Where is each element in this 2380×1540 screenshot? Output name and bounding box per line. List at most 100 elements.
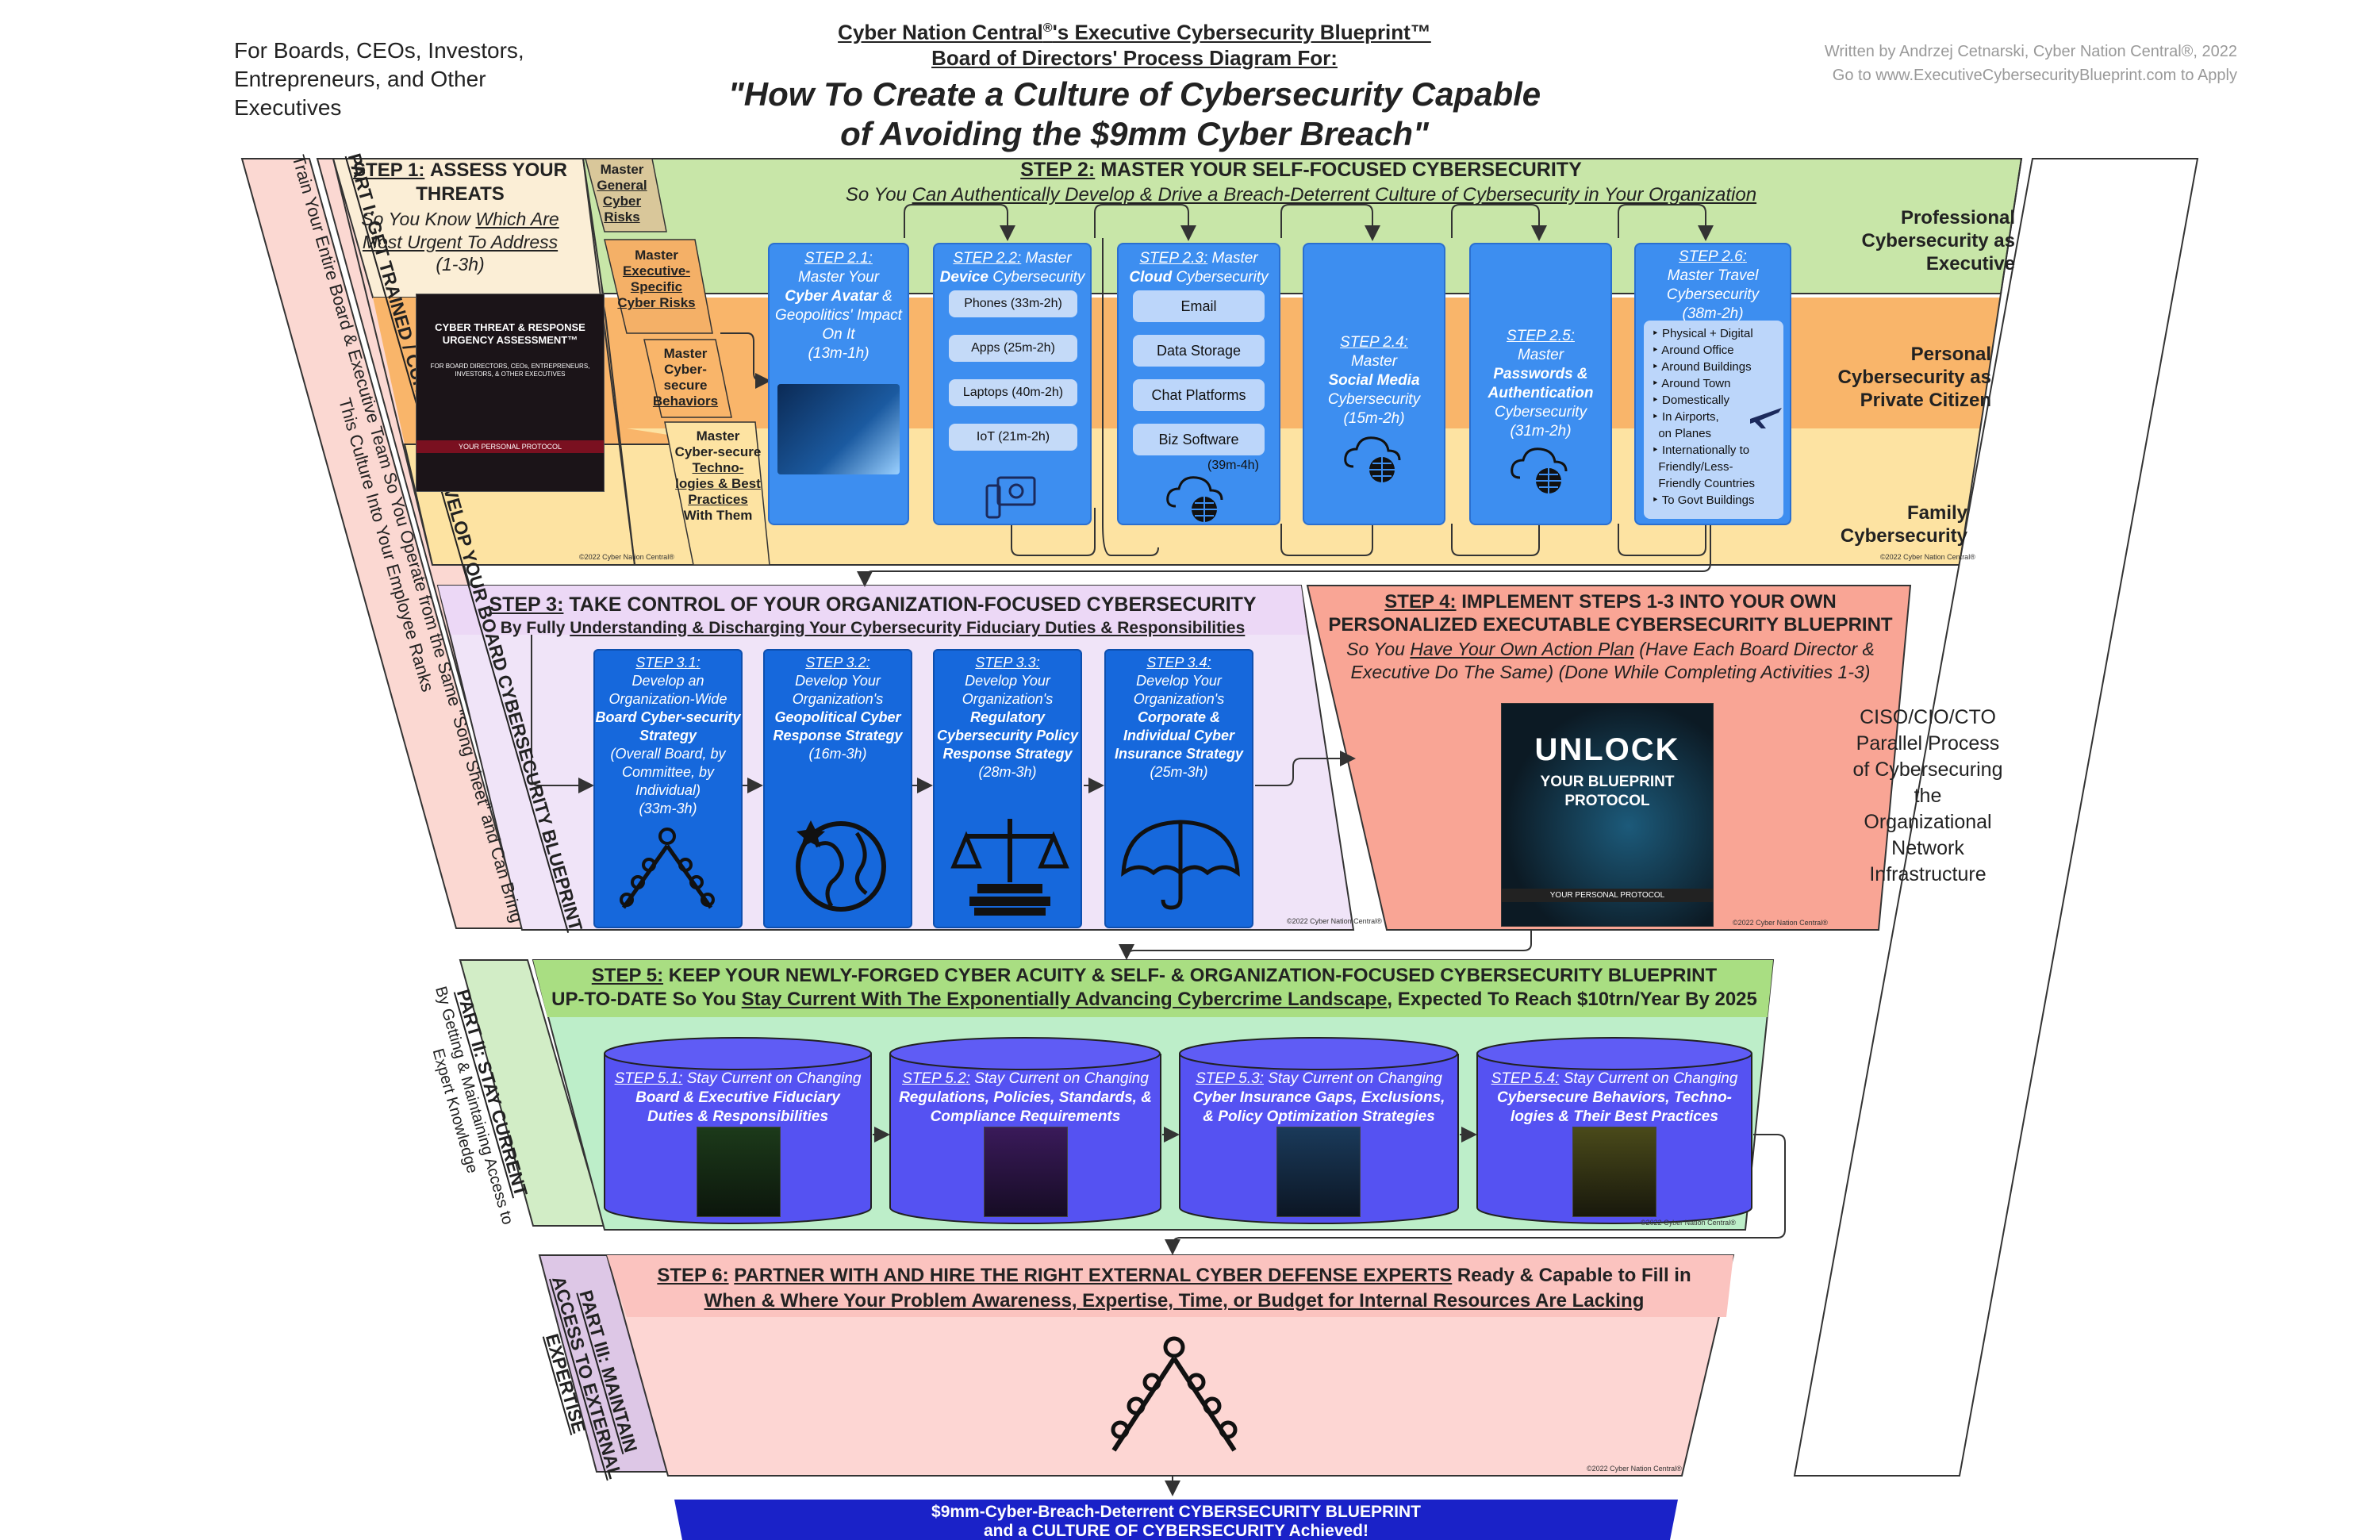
travel-item: Friendly Countries (1658, 477, 1756, 490)
travel-item: on Planes (1658, 427, 1712, 440)
step1-sub-pre: So You Know (361, 209, 476, 229)
cloud-item-biz-software[interactable]: Biz Software (1133, 424, 1265, 455)
device-item-apps[interactable]: Apps (25m-2h) (949, 335, 1077, 362)
step2-5-line2: Cybersecurity (1494, 404, 1587, 421)
step6-title: STEP 6: PARTNER WITH AND HIRE THE RIGHT … (627, 1265, 1722, 1287)
step6-label: STEP 6: (657, 1265, 729, 1286)
cloud-item-chat[interactable]: Chat Platforms (1133, 379, 1265, 411)
globe-icon (796, 820, 886, 912)
step3-1-line2: (Overall Board, by Committee, by Individ… (610, 746, 726, 798)
step5-label: STEP 5: (591, 965, 664, 986)
step6-heading-post: Ready & Capable to Fill in (1452, 1265, 1691, 1286)
author-text: Written by Andrzej Cetnarski, Cyber Nati… (1824, 43, 2237, 60)
tab-behav-pre: Master Cyber-secure (663, 346, 708, 393)
step3-label: STEP 3: (489, 593, 564, 616)
step1-title: STEP 1: ASSESS YOUR THREATS (341, 159, 579, 206)
step2-1-line2: & Geopolitics' Impact On It (775, 288, 902, 343)
step2-1-label: STEP 2.1: (804, 250, 873, 267)
step2-3-label: STEP 2.3: (1139, 250, 1208, 267)
step2-heading: MASTER YOUR SELF-FOCUSED CYBERSECURITY (1100, 159, 1582, 181)
tab-general-pre: Master (600, 162, 644, 177)
step3-3-bold: Regulatory Cybersecurity Policy Response… (936, 709, 1079, 762)
apply-link[interactable]: Go to www.ExecutiveCybersecurityBlueprin… (1832, 67, 2237, 84)
step2-6-card[interactable]: STEP 2.6:Master Travel Cybersecurity(38m… (1634, 243, 1791, 525)
step1-label: STEP 1: (353, 159, 425, 181)
step3-heading: TAKE CONTROL OF YOUR ORGANIZATION-FOCUSE… (569, 593, 1257, 616)
step3-1-bold: Board Cyber-security Strategy (595, 709, 741, 743)
step2-5-label: STEP 2.5: (1507, 328, 1575, 344)
device-item-iot[interactable]: IoT (21m-2h) (949, 424, 1077, 451)
step3-1-line1: Develop an Organization-Wide (608, 673, 727, 707)
step3-3-label: STEP 3.3: (975, 655, 1040, 670)
device-item-laptops[interactable]: Laptops (40m-2h) (949, 379, 1077, 406)
step6-copyright: ©2022 Cyber Nation Central® (1587, 1465, 1682, 1473)
step2-4-line1: Master (1350, 353, 1398, 370)
tab-behav (643, 339, 732, 418)
tab-tech (664, 421, 770, 566)
step4-sub-pre: So You (1346, 639, 1411, 659)
cloud-item-email[interactable]: Email (1133, 290, 1265, 322)
step2-1-line1: Master Your (797, 269, 880, 286)
step3-title: STEP 3: TAKE CONTROL OF YOUR ORGANIZATIO… (444, 593, 1301, 616)
step2-2-line1: Master (1025, 250, 1072, 267)
devices-icon (985, 476, 1036, 519)
step3-4-bold: Corporate & Individual Cyber Insurance S… (1114, 709, 1244, 762)
step3-4-label: STEP 3.4: (1146, 655, 1211, 670)
tab-exec-pre: Master (635, 248, 678, 263)
step1-copyright: ©2022 Cyber Nation Central® (579, 553, 674, 561)
step2-3-time: (39m-4h) (1207, 459, 1259, 472)
step3-copyright: ©2022 Cyber Nation Central® (1287, 917, 1382, 925)
social-cloud-icon (1344, 436, 1401, 482)
step4-blueprint-book[interactable]: UNLOCK YOUR BLUEPRINT PROTOCOL YOUR PERS… (1501, 703, 1714, 927)
step2-3-line2: Cybersecurity (1176, 269, 1269, 286)
step2-title: STEP 2: MASTER YOUR SELF-FOCUSED CYBERSE… (603, 159, 1999, 182)
result-line1: $9mm-Cyber-Breach-Deterrent CYBERSECURIT… (931, 1503, 1421, 1521)
step6-subtitle: When & Where Your Problem Awareness, Exp… (704, 1290, 1645, 1311)
step4-subtitle: So You Have Your Own Action Plan (Have E… (1317, 638, 1904, 684)
step3-header (438, 586, 1307, 635)
step5-copyright: ©2022 Cyber Nation Central® (1641, 1219, 1736, 1227)
device-item-phones[interactable]: Phones (33m-2h) (949, 290, 1077, 317)
step2-3-line1: Master (1211, 250, 1258, 267)
travel-item: Physical + Digital (1662, 327, 1753, 340)
level-family: Family Cybersecurity (1840, 502, 1967, 547)
step5-3-book-icon (1276, 1127, 1361, 1217)
travel-item: Around Town (1661, 377, 1731, 390)
step2-1-time: (13m-1h) (808, 345, 869, 362)
main-title-1: "How To Create a Culture of Cybersecurit… (727, 75, 1541, 113)
step1-assessment-book[interactable]: CYBER THREAT & RESPONSE URGENCY ASSESSME… (416, 294, 605, 492)
step5-1-book-icon (697, 1127, 781, 1217)
step5-4-line1: Stay Current on Changing (1563, 1070, 1738, 1087)
title-brand: Cyber Nation Central (838, 20, 1043, 44)
result-line2: and a CULTURE OF CYBERSECURITY Achieved! (983, 1522, 1368, 1540)
step2-6-label: STEP 2.6: (1679, 248, 1747, 265)
step4-sub-underlined: Have Your Own Action Plan (1410, 639, 1634, 659)
blueprint-title: Cyber Nation Central®'s Executive Cybers… (619, 16, 1650, 45)
step4-book-subtitle: YOUR BLUEPRINT PROTOCOL (1540, 774, 1675, 809)
step4-book-title: UNLOCK (1534, 732, 1680, 767)
level-personal: Personal Cybersecurity as Private Citize… (1837, 344, 1991, 411)
ciso-parallel-text: CISO/CIO/CTO Parallel Process of Cyberse… (1852, 706, 2003, 885)
step3-4-line1: Develop Your Organization's (1133, 673, 1225, 707)
cloud-item-data-storage[interactable]: Data Storage (1133, 335, 1265, 367)
step5-sub-underlined: Stay Current With The Exponentially Adva… (741, 989, 1388, 1010)
travel-item: Around Buildings (1661, 360, 1752, 374)
process-diagram-title: Board of Directors' Process Diagram For: (931, 46, 1338, 70)
tab-tech-post: With Them (683, 508, 753, 523)
